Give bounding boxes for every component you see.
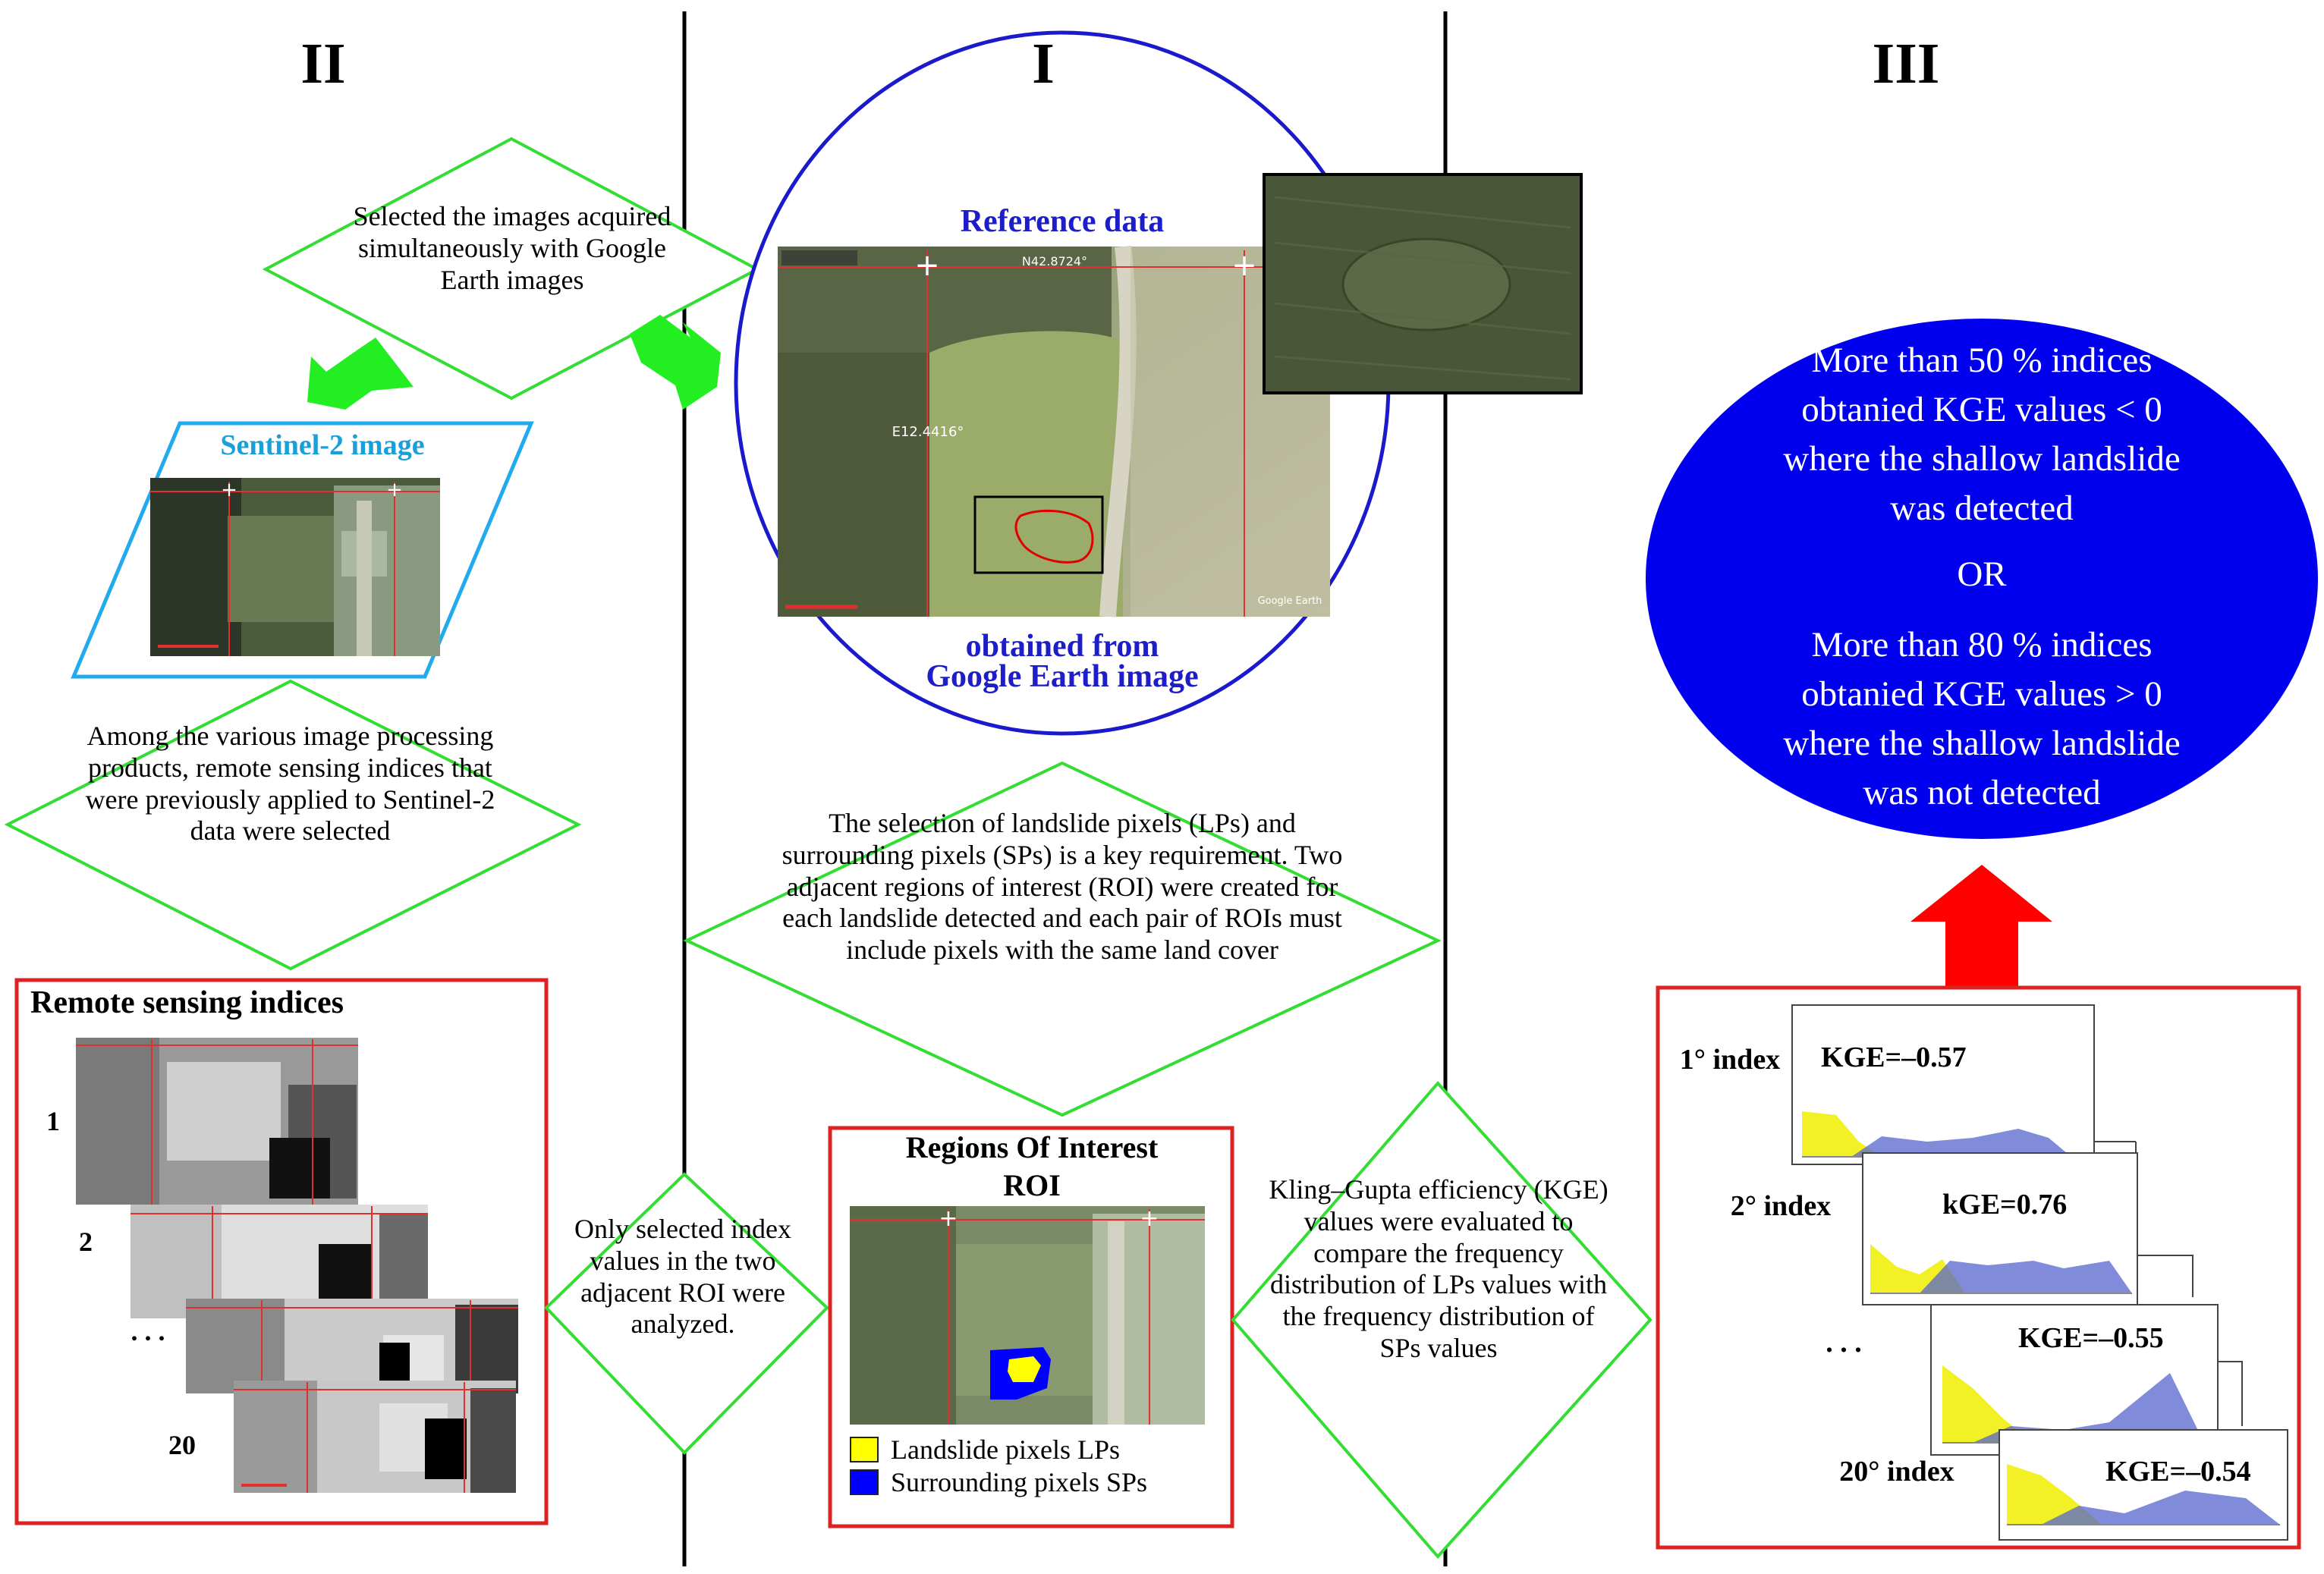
legend-landslide: Landslide pixels LPs: [850, 1434, 1120, 1466]
index-label-20th: 20° index: [1839, 1456, 1954, 1488]
map-lat-label: N42.8724°: [1021, 254, 1088, 269]
arrow-to-sentinel: [307, 338, 414, 410]
svg-text:+: +: [1140, 1205, 1159, 1232]
roi-title-2: ROI: [1003, 1168, 1061, 1202]
kge-value-1: KGE=–0.57: [1821, 1041, 1967, 1073]
arrow-to-reference: [630, 315, 721, 410]
index-label-1: 1: [46, 1106, 60, 1136]
selected-images-text: Selected the images acquired simultaneou…: [353, 201, 671, 295]
chart-connector-2: [2137, 1255, 2193, 1297]
indices-title: Remote sensing indices: [30, 985, 344, 1020]
circle-line-4: was detected: [1890, 489, 2074, 528]
column-header-ii: II: [300, 32, 346, 96]
only-selected-text: Only selected index values in the two ad…: [574, 1214, 791, 1340]
reference-subtitle-1: obtained from: [965, 629, 1159, 664]
index-label-20: 20: [168, 1430, 196, 1460]
selection-text: The selection of landslide pixels (LPs) …: [781, 808, 1343, 965]
index-label-1st: 1° index: [1679, 1044, 1781, 1076]
kge-text: Kling–Gupta efficiency (KGE) values were…: [1269, 1174, 1609, 1363]
sentinel-title: Sentinel-2 image: [220, 429, 425, 461]
index-image-4: [234, 1381, 516, 1493]
svg-text:+: +: [221, 479, 237, 501]
kge-chart-4: [1999, 1429, 2288, 1541]
svg-text:+: +: [386, 479, 403, 501]
svg-text:+: +: [1231, 248, 1257, 283]
column-header-iii: III: [1872, 32, 1940, 96]
map-lon-label: E12.4416°: [892, 424, 964, 440]
roi-image: + +: [850, 1205, 1205, 1425]
reference-title: Reference data: [960, 204, 1165, 239]
inset-landslide-photo: [1263, 173, 1583, 394]
legend-surrounding: Surrounding pixels SPs: [850, 1466, 1147, 1498]
index-image-1: [76, 1038, 358, 1205]
circle-line-3: where the shallow landslide: [1783, 439, 2181, 479]
reference-map: + +: [778, 245, 1330, 617]
kge-diamond: [1231, 1080, 1653, 1560]
kge-value-4: KGE=–0.54: [2105, 1456, 2251, 1488]
circle-line-8: was not detected: [1863, 773, 2101, 812]
index-label-dots: . . .: [1826, 1327, 1862, 1359]
kge-chart-2: [1862, 1152, 2138, 1305]
sentinel-image: + +: [150, 478, 440, 656]
index-label-ellipsis: . . .: [131, 1316, 165, 1346]
kge-chart-1: [1791, 1004, 2095, 1165]
result-circle: [1646, 319, 2318, 839]
index-label-2: 2: [79, 1227, 93, 1257]
map-watermark: Google Earth: [1257, 595, 1322, 607]
kge-value-2: kGE=0.76: [1942, 1189, 2068, 1221]
legend-swatch-yellow: [850, 1437, 879, 1462]
circle-line-1: More than 50 % indices: [1811, 341, 2153, 380]
among-diamond: [4, 679, 582, 971]
legend-swatch-blue: [850, 1469, 879, 1495]
svg-text:+: +: [939, 1205, 958, 1232]
circle-line-7: where the shallow landslide: [1783, 724, 2181, 763]
svg-text:+: +: [914, 248, 940, 283]
circle-line-6: obtanied KGE values > 0: [1801, 674, 2162, 714]
circle-line-2: obtanied KGE values < 0: [1801, 390, 2162, 429]
legend-label-surrounding: Surrounding pixels SPs: [891, 1467, 1148, 1497]
circle-line-5: More than 80 % indices: [1811, 625, 2153, 664]
index-label-2nd: 2° index: [1730, 1190, 1832, 1222]
chart-connector-3: [2218, 1361, 2243, 1426]
roi-title-1: Regions Of Interest: [905, 1130, 1159, 1164]
kge-value-3: KGE=–0.55: [2018, 1322, 2164, 1354]
only-selected-diamond: [544, 1172, 829, 1455]
legend-label-landslide: Landslide pixels LPs: [891, 1434, 1120, 1465]
reference-subtitle-2: Google Earth image: [926, 659, 1199, 694]
selection-diamond: [683, 761, 1442, 1117]
circle-or: OR: [1957, 555, 2007, 594]
index-image-3: [186, 1299, 518, 1393]
among-text: Among the various image processing produ…: [85, 721, 495, 847]
column-header-i: I: [1032, 32, 1055, 96]
red-arrow: [1910, 865, 2052, 986]
